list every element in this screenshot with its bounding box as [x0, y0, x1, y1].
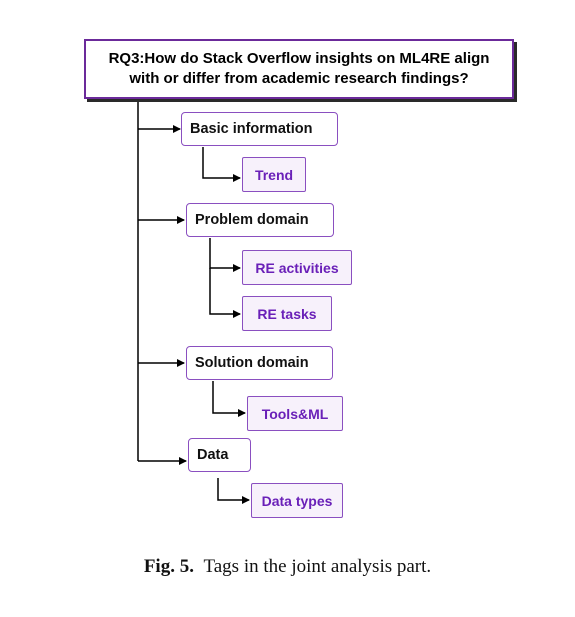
tag-data-types: Data types: [251, 483, 343, 518]
category-label: Solution domain: [195, 355, 309, 371]
branch-trend: [202, 147, 241, 182]
branch-re-activities: [209, 238, 241, 272]
caption-text: Tags in the joint analysis part.: [203, 556, 432, 577]
category-label: Data: [197, 447, 229, 463]
category-problem-domain: Problem domain: [186, 203, 334, 237]
tag-tools-ml: Tools&ML: [247, 396, 343, 431]
figure-label: Fig. 5.: [143, 556, 194, 577]
tag-trend: Trend: [242, 157, 306, 192]
tag-label: RE activities: [255, 259, 339, 276]
category-data: Data: [188, 438, 251, 472]
research-question-box: RQ3:How do Stack Overflow insights on ML…: [84, 39, 514, 99]
category-label: Problem domain: [195, 212, 309, 228]
branch-data-types: [217, 478, 250, 504]
tag-label: Data types: [261, 492, 333, 509]
category-solution-domain: Solution domain: [186, 346, 333, 380]
category-label: Basic information: [190, 121, 313, 137]
tag-label: Tools&ML: [261, 405, 329, 422]
branch-tools-ml: [212, 381, 246, 417]
tag-label: Trend: [254, 166, 294, 183]
tag-label: RE tasks: [257, 305, 317, 322]
research-question-text: RQ3:How do Stack Overflow insights on ML…: [108, 50, 490, 87]
tag-re-activities: RE activities: [242, 250, 352, 285]
figure-caption: Fig. 5. Tags in the joint analysis part.: [0, 556, 575, 578]
tag-re-tasks: RE tasks: [242, 296, 332, 331]
branch-re-tasks: [209, 268, 241, 318]
category-basic-information: Basic information: [181, 112, 338, 146]
